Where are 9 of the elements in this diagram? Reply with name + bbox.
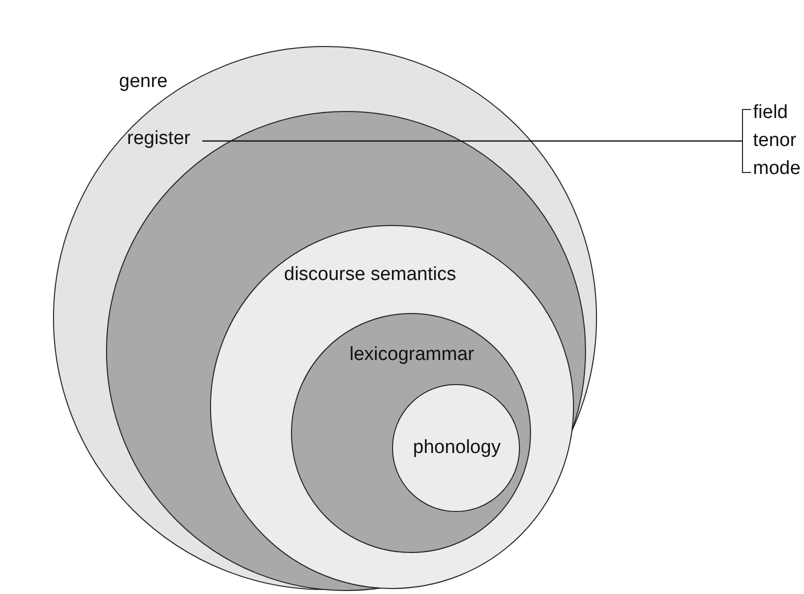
layer-label: genre — [119, 71, 168, 93]
leader-line — [202, 140, 742, 142]
term-label: mode — [753, 157, 801, 181]
layer-label: lexicogrammar — [350, 344, 474, 366]
layer-label: discourse semantics — [284, 264, 456, 286]
layer-label: register — [127, 128, 190, 150]
term-label: field — [753, 101, 789, 125]
layer-label: phonology — [413, 437, 501, 459]
term-label: tenor — [753, 129, 798, 153]
